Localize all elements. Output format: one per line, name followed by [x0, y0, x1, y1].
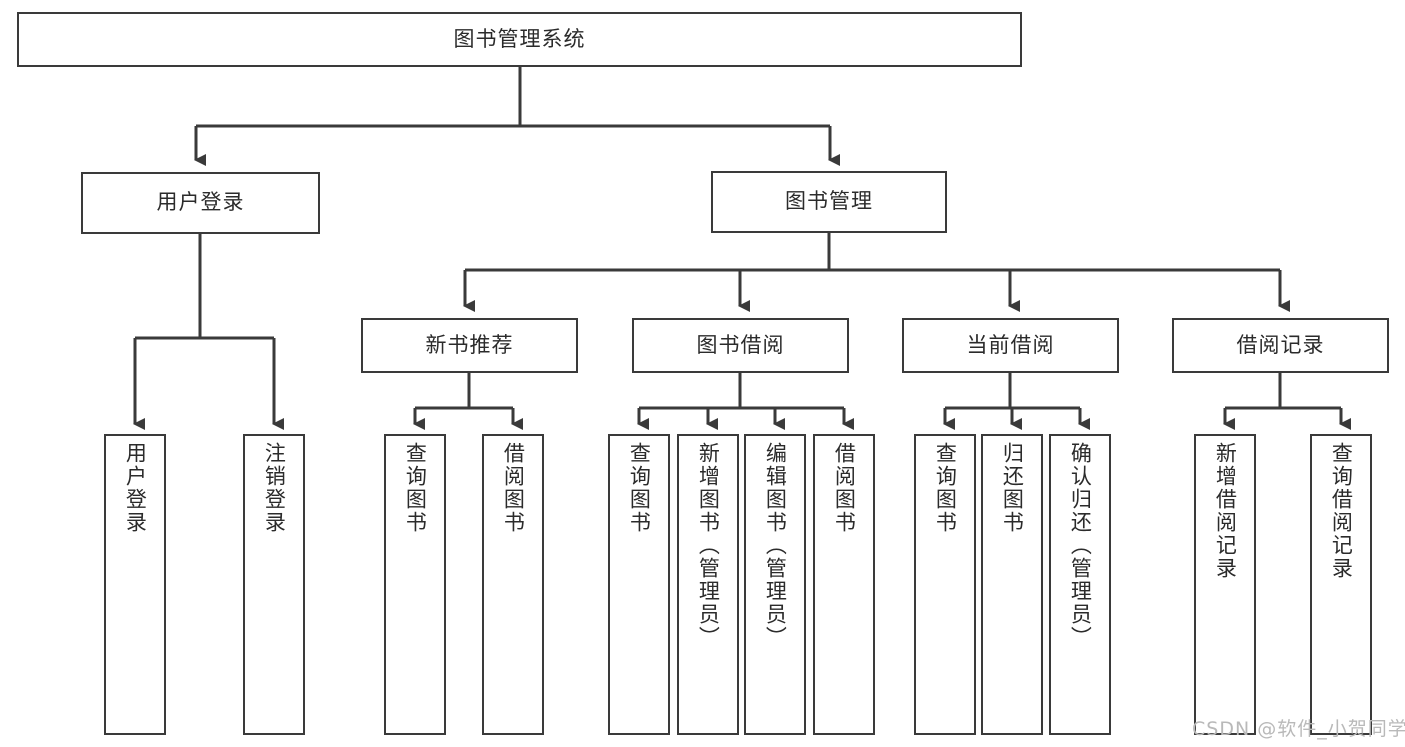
- node-leaf-user-login[interactable]: 用户登录: [104, 434, 166, 735]
- node-book-management[interactable]: 图书管理: [711, 171, 947, 233]
- node-root-label: 图书管理系统: [453, 26, 586, 51]
- node-borrow-record[interactable]: 借阅记录: [1172, 318, 1389, 373]
- node-book-management-label: 图书管理: [785, 189, 873, 214]
- node-leaf-add-book[interactable]: 新增图书（管理员）: [677, 434, 739, 735]
- node-leaf-user-logout[interactable]: 注销登录: [243, 434, 305, 735]
- node-user-login-label: 用户登录: [156, 190, 245, 215]
- node-leaf-add-book-label: 新增图书（管理员）: [696, 442, 721, 649]
- node-book-borrow[interactable]: 图书借阅: [632, 318, 849, 373]
- node-user-login[interactable]: 用户登录: [81, 172, 320, 234]
- node-leaf-confirm-return[interactable]: 确认归还（管理员）: [1049, 434, 1111, 735]
- node-root[interactable]: 图书管理系统: [17, 12, 1022, 67]
- node-leaf-query-book-3-label: 查询图书: [933, 442, 958, 534]
- node-leaf-return-book[interactable]: 归还图书: [981, 434, 1043, 735]
- node-leaf-borrow-book-2[interactable]: 借阅图书: [813, 434, 875, 735]
- node-new-book-recommend[interactable]: 新书推荐: [361, 318, 578, 373]
- node-leaf-add-record-label: 新增借阅记录: [1213, 442, 1238, 580]
- node-leaf-query-book-2[interactable]: 查询图书: [608, 434, 670, 735]
- node-leaf-edit-book-label: 编辑图书（管理员）: [763, 442, 788, 649]
- node-current-borrow-label: 当前借阅: [966, 332, 1055, 357]
- node-leaf-query-book-1[interactable]: 查询图书: [384, 434, 446, 735]
- node-leaf-edit-book[interactable]: 编辑图书（管理员）: [744, 434, 806, 735]
- node-leaf-borrow-book-1-label: 借阅图书: [501, 442, 526, 534]
- node-borrow-record-label: 借阅记录: [1236, 332, 1325, 357]
- node-new-book-recommend-label: 新书推荐: [425, 332, 514, 357]
- node-book-borrow-label: 图书借阅: [696, 332, 785, 357]
- node-leaf-query-book-1-label: 查询图书: [403, 442, 428, 534]
- node-leaf-query-record[interactable]: 查询借阅记录: [1310, 434, 1372, 735]
- node-leaf-user-login-label: 用户登录: [123, 442, 148, 534]
- node-leaf-return-book-label: 归还图书: [1000, 442, 1025, 534]
- node-leaf-query-book-2-label: 查询图书: [627, 442, 652, 534]
- csdn-watermark-text: CSDN @软件_小贺同学: [1192, 718, 1405, 740]
- node-current-borrow[interactable]: 当前借阅: [902, 318, 1119, 373]
- node-leaf-user-logout-label: 注销登录: [262, 442, 287, 534]
- node-leaf-borrow-book-2-label: 借阅图书: [832, 442, 857, 534]
- node-leaf-add-record[interactable]: 新增借阅记录: [1194, 434, 1256, 735]
- node-leaf-query-record-label: 查询借阅记录: [1329, 442, 1354, 580]
- node-leaf-query-book-3[interactable]: 查询图书: [914, 434, 976, 735]
- csdn-watermark: CSDN @软件_小贺同学: [1192, 714, 1405, 741]
- node-leaf-confirm-return-label: 确认归还（管理员）: [1068, 442, 1093, 649]
- node-leaf-borrow-book-1[interactable]: 借阅图书: [482, 434, 544, 735]
